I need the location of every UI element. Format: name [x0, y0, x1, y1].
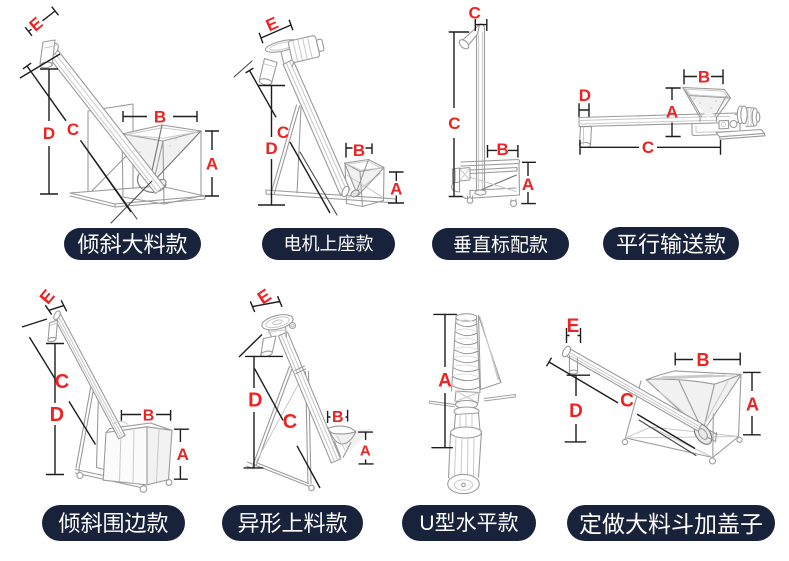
label-motor-on-top: 电机上座款: [262, 228, 395, 260]
label-text: 定做大料斗加盖子: [579, 511, 763, 537]
dim-letter: A: [746, 394, 759, 414]
label-text: 电机上座款: [283, 234, 374, 254]
dim-letter: D: [50, 404, 64, 426]
label-custom-hopper-lid: 定做大料斗加盖子: [567, 505, 775, 541]
drawing-inclined-edge: E C D B A: [21, 286, 189, 493]
inclined-edge-machine-sketch: [47, 310, 173, 493]
dim-letter: C: [448, 114, 460, 133]
drawing-parallel-conveying: B A D C: [578, 67, 766, 157]
dimension-annotations: A: [431, 313, 457, 449]
dim-letter: C: [642, 138, 654, 157]
vertical-standard-machine-sketch: [451, 23, 521, 208]
motor-on-top-machine-sketch: [233, 35, 397, 216]
dim-letter: C: [55, 371, 69, 393]
drawing-special-shape-feeding: E D C B A: [238, 285, 374, 492]
label-text: 平行输送款: [615, 231, 726, 257]
dim-letter: B: [154, 107, 166, 126]
dim-letter: B: [698, 67, 710, 86]
special-shape-feeding-machine-sketch: [245, 314, 373, 492]
dim-letter: A: [438, 371, 452, 392]
custom-hopper-lid-machine-sketch: [561, 345, 743, 465]
dimension-annotations: E D C B A: [245, 13, 404, 214]
label-special-shape-feeding: 异形上料款: [222, 505, 363, 541]
label-text: 异形上料款: [237, 511, 348, 536]
dim-letter: B: [496, 140, 508, 159]
dim-letter: E: [36, 286, 59, 308]
dim-letter: B: [143, 408, 155, 425]
parallel-conveying-machine-sketch: [578, 86, 766, 149]
label-text: 垂直标配款: [452, 234, 548, 256]
dim-letter: A: [666, 102, 678, 121]
dim-letter: C: [67, 120, 79, 139]
label-u-type-horizontal: U型水平款: [402, 505, 536, 541]
drawing-inclined-large-hopper: E D C B A: [19, 6, 219, 224]
drawing-u-type-horizontal: A: [429, 313, 516, 495]
drawing-vertical-standard: C C B A: [448, 4, 536, 208]
dimension-annotations: C C B A: [448, 4, 536, 205]
dimension-annotations: B A D C: [578, 67, 724, 157]
dim-letter: C: [283, 411, 297, 433]
dim-letter: E: [254, 285, 275, 308]
dim-letter: A: [206, 155, 218, 174]
u-type-horizontal-machine-sketch: [429, 313, 516, 495]
dim-letter: B: [332, 409, 344, 426]
dim-letter: A: [390, 179, 402, 198]
dim-letter: A: [522, 175, 534, 194]
dim-letter: B: [353, 141, 365, 160]
drawing-custom-hopper-lid: E D C B A: [545, 316, 761, 465]
dim-letter: D: [579, 86, 591, 105]
label-text: U型水平款: [419, 512, 519, 535]
drawing-motor-on-top: E D C B A: [233, 13, 404, 216]
inclined-large-hopper-machine-sketch: [39, 39, 206, 224]
label-inclined-edge: 倾斜围边款: [42, 505, 185, 541]
dim-letter: B: [697, 350, 710, 370]
label-text: 倾斜围边款: [58, 511, 169, 536]
dim-letter: D: [43, 124, 55, 143]
dimension-annotations: E D C B A: [238, 285, 374, 489]
label-vertical-standard: 垂直标配款: [432, 228, 569, 260]
dim-letter: E: [263, 13, 281, 35]
dim-letter: D: [265, 139, 277, 158]
dim-letter: E: [567, 316, 580, 337]
label-inclined-large-hopper: 倾斜大料款: [64, 228, 201, 260]
dim-letter: A: [360, 443, 371, 460]
label-parallel-conveying: 平行输送款: [603, 227, 739, 260]
dim-letter: D: [569, 401, 583, 422]
dim-letter: C: [468, 4, 480, 23]
dim-letter: C: [277, 123, 289, 142]
dim-letter: D: [248, 390, 262, 412]
dimension-annotations: E D C B A: [545, 316, 761, 450]
dim-letter: A: [177, 445, 189, 464]
label-text: 倾斜大料款: [77, 232, 188, 257]
dim-letter: C: [620, 391, 634, 412]
dimension-annotations: E D C B A: [19, 6, 219, 213]
